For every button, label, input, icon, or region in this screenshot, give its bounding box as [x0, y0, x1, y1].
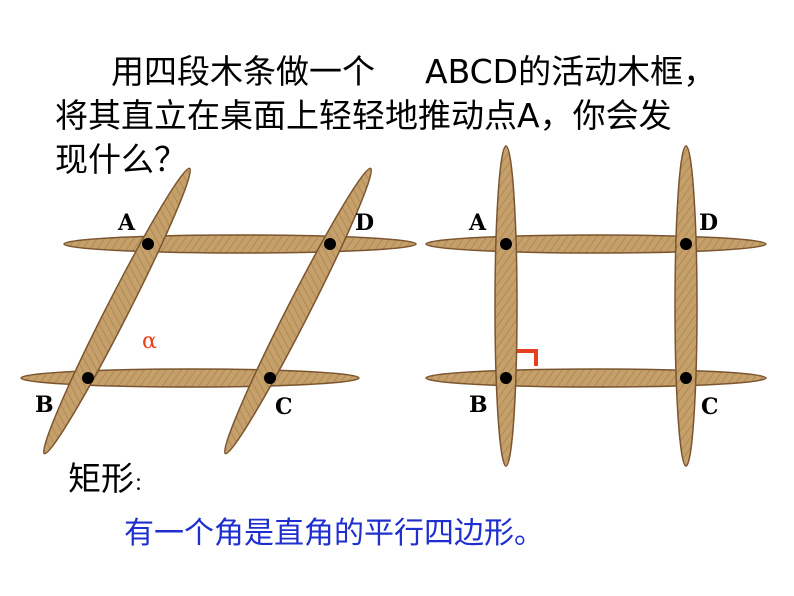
label-b-left: B	[35, 392, 54, 418]
question-line-2: 将其直立在桌面上轻轻地推动点A，你会发	[55, 96, 672, 135]
angle-alpha-label: α	[142, 329, 157, 354]
joint-d	[680, 238, 692, 250]
term-colon: ：	[134, 474, 152, 495]
term-label: 矩形	[68, 459, 134, 498]
question-text: 用四段木条做一个 ABCD的活动木框， 将其直立在桌面上轻轻地推动点A，你会发 现…	[55, 50, 755, 182]
joint-a	[142, 238, 154, 250]
rectangle-definition: 有一个角是直角的平行四边形。	[124, 516, 544, 551]
joint-a	[500, 238, 512, 250]
joint-b	[82, 372, 94, 384]
label-a-right: A	[468, 210, 487, 236]
label-d-right: D	[699, 210, 718, 236]
label-c-left: C	[275, 394, 293, 420]
joint-b	[500, 372, 512, 384]
rectangle-frame: A D B C	[425, 145, 767, 467]
stick-left	[494, 145, 518, 467]
label-a-left: A	[117, 210, 136, 236]
stick-left	[42, 167, 192, 455]
stick-right	[223, 167, 373, 455]
label-c-right: C	[701, 394, 719, 420]
joint-c	[680, 372, 692, 384]
question-line-1-part-a: 用四段木条做一个	[111, 52, 375, 91]
question-line-3: 现什么？	[55, 140, 187, 179]
label-b-right: B	[469, 392, 488, 418]
joint-c	[264, 372, 276, 384]
question-line-1: 用四段木条做一个 ABCD的活动木框，	[55, 50, 755, 94]
term-rectangle: 矩形：	[68, 452, 152, 500]
stick-right	[674, 145, 698, 467]
question-line-1-part-b: ABCD的活动木框，	[425, 52, 717, 91]
stick-bottom	[425, 368, 767, 388]
parallelogram-frame: A D B C α	[20, 167, 417, 455]
right-angle-mark	[517, 349, 538, 366]
stick-top	[425, 234, 767, 254]
stick-top	[63, 234, 417, 254]
label-d-left: D	[355, 210, 374, 236]
joint-d	[324, 238, 336, 250]
